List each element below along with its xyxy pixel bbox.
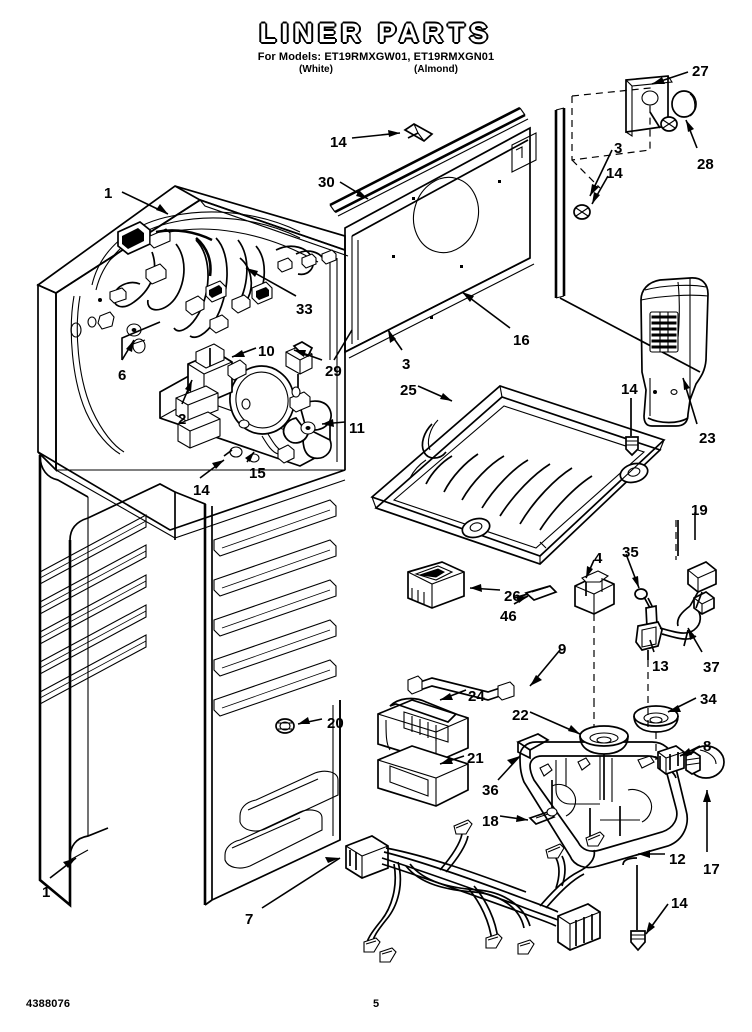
- callout-10: 10: [258, 343, 275, 360]
- callout-14: 14: [193, 482, 210, 499]
- air-duct-part-23: [640, 277, 709, 427]
- callout-3: 3: [614, 140, 623, 157]
- callout-9: 9: [558, 641, 567, 658]
- callout-27: 27: [692, 63, 709, 80]
- evaporator-fan-assembly: [159, 341, 332, 467]
- callout-12: 12: [669, 851, 686, 868]
- grommet-part-20: [275, 718, 295, 734]
- wire-harness-part-7: [345, 819, 605, 963]
- rear-panel-part-16: [329, 106, 537, 359]
- screw-part-14-pan: [625, 398, 639, 457]
- callout-26: 26: [504, 588, 521, 605]
- callout-24: 24: [468, 688, 485, 705]
- light-housing-assembly: [519, 725, 725, 869]
- callout-37: 37: [703, 659, 720, 676]
- callout-2: 2: [178, 411, 187, 428]
- liner-lower-body: [38, 454, 341, 908]
- divider-strip-part-3: [554, 107, 701, 373]
- models-list: ET19RMXGW01, ET19RMXGN01: [324, 51, 495, 63]
- callout-29: 29: [325, 363, 342, 380]
- page-number: 5: [372, 998, 380, 1010]
- callout-4: 4: [594, 550, 603, 567]
- page-title: LINER PARTS: [259, 18, 493, 48]
- callout-34: 34: [700, 691, 717, 708]
- color-almond: (Almond): [414, 64, 458, 75]
- callout-3: 3: [402, 356, 411, 373]
- liner-cabinet-part-1: [36, 185, 349, 539]
- model-line: For Models: ET19RMXGW01, ET19RMXGN01: [0, 51, 752, 63]
- callout-15: 15: [249, 465, 266, 482]
- callout-20: 20: [327, 715, 344, 732]
- color-white: (White): [299, 64, 333, 75]
- leader-lines: [49, 71, 711, 935]
- callout-36: 36: [482, 782, 499, 799]
- callout-1: 1: [104, 185, 113, 202]
- callout-14: 14: [330, 134, 347, 151]
- screw-part-14-top: [403, 123, 434, 143]
- color-variants: (White) (Almond): [0, 64, 752, 75]
- callout-22: 22: [512, 707, 529, 724]
- callout-1: 1: [42, 884, 51, 901]
- callout-25: 25: [400, 382, 417, 399]
- callout-21: 21: [467, 750, 484, 767]
- callout-14: 14: [606, 165, 623, 182]
- screw-part-14-right: [573, 204, 591, 220]
- control-parts: [377, 561, 558, 825]
- callout-14: 14: [621, 381, 638, 398]
- construction-dashes: [571, 87, 651, 161]
- bracket-part-19: [676, 520, 717, 627]
- screw-part-14-bottom: [622, 857, 646, 952]
- models-label: For Models:: [257, 51, 322, 63]
- callout-19: 19: [691, 502, 708, 519]
- callout-11: 11: [349, 420, 365, 437]
- shelf-rails-left: [39, 514, 147, 705]
- callout-16: 16: [513, 332, 530, 349]
- callout-6: 6: [118, 367, 127, 384]
- callout-18: 18: [482, 813, 499, 830]
- callout-35: 35: [622, 544, 639, 561]
- callout-28: 28: [697, 156, 714, 173]
- small-parts-cluster: [574, 520, 715, 760]
- drain-pan-part-25: [370, 385, 666, 565]
- callout-14: 14: [671, 895, 688, 912]
- callout-17: 17: [703, 861, 720, 878]
- callout-23: 23: [699, 430, 716, 447]
- callout-8: 8: [703, 738, 712, 755]
- bracket-part-27: [625, 75, 697, 138]
- wire-harness-part-33: [91, 211, 337, 339]
- liner-left-wall-details: [70, 295, 146, 455]
- callout-46: 46: [500, 608, 517, 625]
- shelf-rails-interior: [213, 499, 337, 717]
- callout-7: 7: [245, 911, 254, 928]
- callout-33: 33: [296, 301, 313, 318]
- callout-13: 13: [652, 658, 669, 675]
- callout-30: 30: [318, 174, 335, 191]
- document-part-number: 4388076: [26, 998, 71, 1010]
